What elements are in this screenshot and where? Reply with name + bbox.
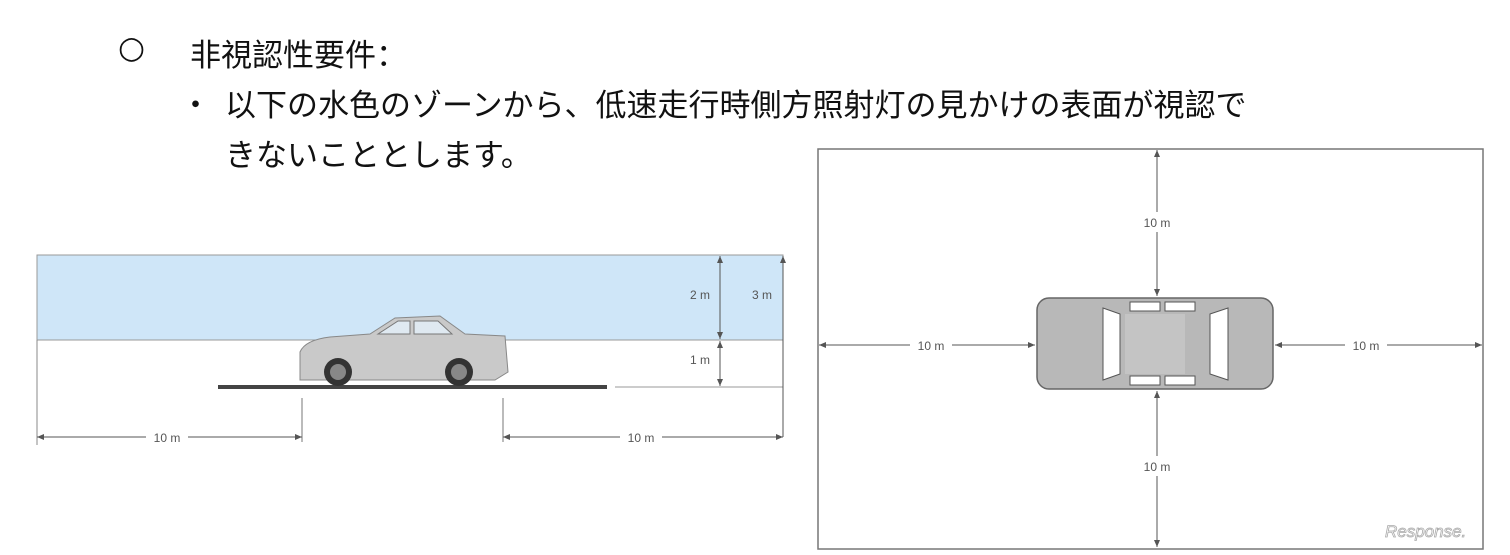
body-line-1: 以下の水色のゾーンから、低速走行時側方照射灯の見かけの表面が視認で: [225, 88, 1247, 124]
dim-right-10m: 10 m: [628, 431, 655, 445]
dim-bottom-10m: 10 m: [1144, 460, 1171, 474]
car-side-icon: [299, 315, 509, 386]
body-line-2: きないこととします。: [225, 138, 532, 174]
watermark: Response.: [1385, 522, 1466, 541]
dim-3m: 3 m: [752, 288, 772, 302]
dim-left-10m: 10 m: [918, 339, 945, 353]
dim-left-10m: 10 m: [154, 431, 181, 445]
dim-1m: 1 m: [690, 353, 710, 367]
heading-bullet: ○: [118, 30, 146, 66]
body-bullet: ・: [180, 88, 211, 124]
heading-title: 非視認性要件：: [190, 38, 407, 74]
top-view-diagram: 10 m 10 m 10 m 10 m: [817, 148, 1484, 550]
dim-2m: 2 m: [690, 288, 710, 302]
side-view-diagram: 10 m 10 m 2 m 1 m 3 m: [36, 254, 786, 445]
dim-top-10m: 10 m: [1144, 216, 1171, 230]
car-top-icon: [1036, 297, 1274, 390]
dim-right-10m: 10 m: [1353, 339, 1380, 353]
